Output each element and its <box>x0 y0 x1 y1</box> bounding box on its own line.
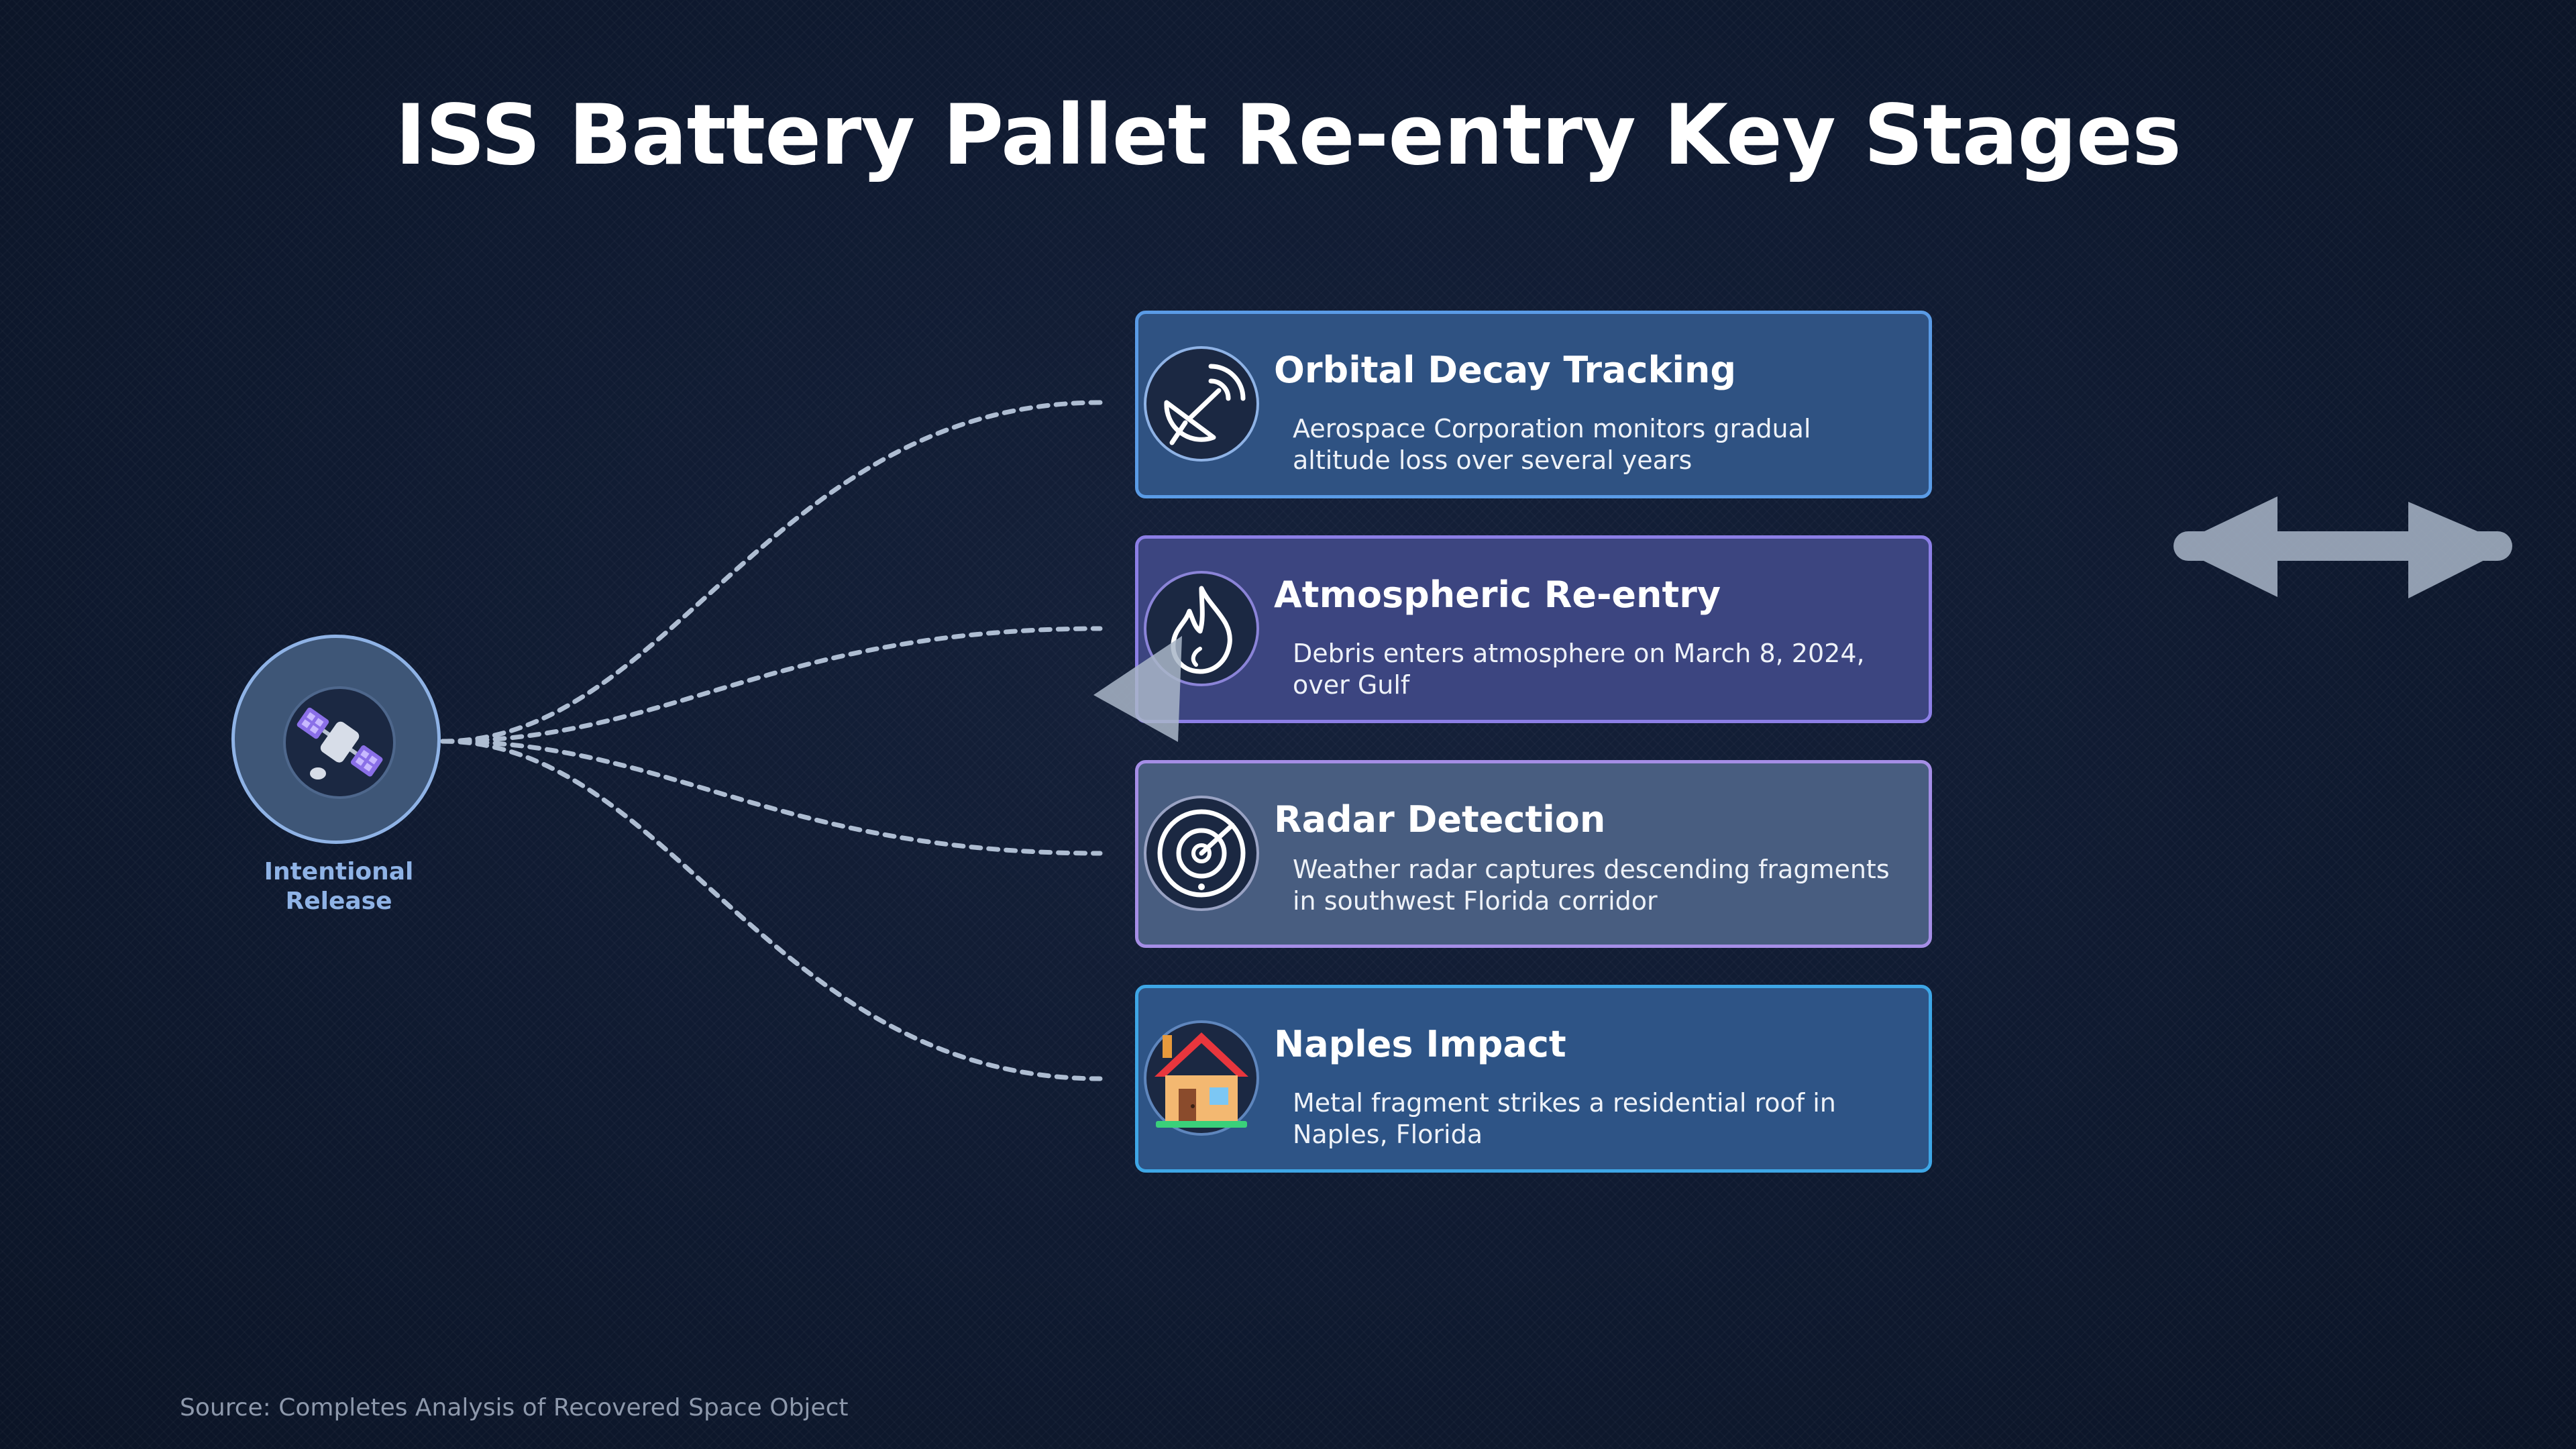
stage-title: Atmospheric Re-entry <box>1274 574 1721 616</box>
stage-card-naples-impact[interactable]: Naples Impact Metal fragment strikes a r… <box>1135 985 1932 1173</box>
hub-label: Intentional Release <box>264 858 414 915</box>
stage-description: Aerospace Corporation monitors gradual a… <box>1293 414 1811 475</box>
stage-card-radar-detection[interactable]: Radar Detection Weather radar captures d… <box>1135 760 1932 948</box>
stage-title: Naples Impact <box>1274 1023 1566 1065</box>
release-hub <box>231 635 441 844</box>
connector-line-1 <box>440 400 1103 744</box>
stage-title: Radar Detection <box>1274 798 1606 841</box>
stage-card-atmospheric-reentry[interactable]: Atmospheric Re-entry Debris enters atmos… <box>1135 535 1932 723</box>
stage-description: Debris enters atmosphere on March 8, 202… <box>1293 639 1865 700</box>
page-title: ISS Battery Pallet Re-entry Key Stages <box>395 87 2182 184</box>
flame-icon <box>1144 571 1259 686</box>
stage-card-orbital-decay[interactable]: Orbital Decay Tracking Aerospace Corpora… <box>1135 311 1932 498</box>
stage-description: Weather radar captures descending fragme… <box>1293 855 1890 916</box>
stage-description: Metal fragment strikes a residential roo… <box>1293 1088 1836 1149</box>
stage-title: Orbital Decay Tracking <box>1274 349 1737 391</box>
connector-line-4 <box>440 739 1103 1081</box>
connector-line-3 <box>440 739 1103 856</box>
source-caption: Source: Completes Analysis of Recovered … <box>180 1394 849 1421</box>
house-icon <box>1144 1020 1259 1136</box>
satellite-dish-icon <box>1144 346 1259 462</box>
radar-icon <box>1144 796 1259 911</box>
satellite-icon <box>283 686 396 799</box>
connector-line-2 <box>440 626 1103 744</box>
double-arrow-icon <box>2174 496 2512 598</box>
